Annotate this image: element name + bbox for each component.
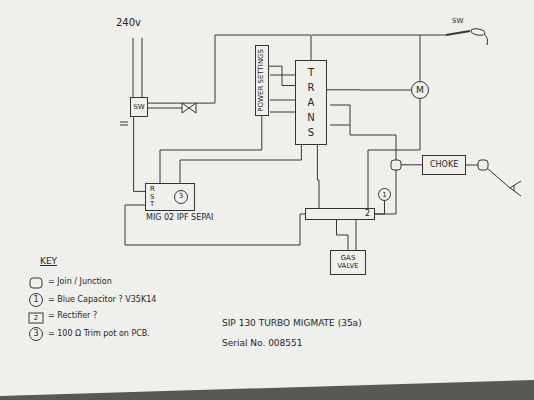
choke-box: CHOKE	[422, 155, 466, 175]
wire	[375, 165, 422, 214]
motor-symbol: M	[411, 81, 429, 99]
junction-symbol	[478, 160, 488, 170]
torch-wire	[420, 35, 421, 81]
serial-label: Serial No. 008551	[222, 338, 303, 349]
rectifier-box: 2	[305, 208, 375, 220]
power-settings-box: POWER SETTINGS	[255, 45, 269, 116]
node-label: TRANS	[306, 65, 316, 140]
torch-wire	[471, 28, 486, 36]
tap-wire	[270, 112, 295, 113]
legend-text: = Join / Junction	[48, 277, 112, 287]
node-label: 3	[179, 193, 183, 201]
tap-wire	[330, 125, 350, 126]
legend-text: = Join / Junction	[48, 277, 112, 287]
earth-wire	[510, 181, 521, 196]
node-label: 1	[382, 191, 386, 199]
switch-box: SW	[130, 97, 148, 117]
key-symbol	[29, 313, 43, 323]
torch-wire	[484, 34, 488, 45]
callout-number: 1	[30, 295, 42, 305]
wire	[160, 116, 262, 183]
mains-wire	[120, 122, 128, 123]
earth-wire	[465, 165, 521, 196]
serial-label: Serial No. 008551	[222, 338, 303, 349]
key-symbol	[29, 278, 43, 341]
trim-pot-callout: 3	[174, 190, 188, 204]
callout-number: 3	[30, 329, 42, 339]
wire	[317, 145, 319, 208]
node-label: SW	[133, 103, 145, 111]
valve-symbol	[148, 108, 182, 109]
wire	[148, 35, 311, 103]
return-wire	[356, 220, 357, 250]
junction-symbol	[391, 160, 488, 170]
node-label: R S T	[150, 186, 157, 209]
return-wire	[125, 205, 356, 250]
wire	[180, 145, 301, 183]
tap-wire	[270, 100, 295, 101]
valve-symbol	[182, 103, 196, 113]
gas-valve-box: GAS VALVE	[330, 250, 366, 275]
wire	[337, 220, 349, 250]
callout-number: 1	[30, 295, 42, 305]
switch-label: SW	[452, 16, 463, 26]
tap-wire	[270, 75, 396, 160]
model-label: SIP 130 TURBO MIGMATE (35a)	[222, 318, 362, 329]
tap-wire	[330, 105, 396, 160]
legend-text: = Rectifier ?	[48, 311, 97, 321]
junction-symbol	[391, 160, 401, 170]
earth-wire	[465, 165, 478, 166]
legend-text: = Rectifier ?	[48, 311, 97, 321]
torch-wire	[446, 31, 470, 35]
model-label: SIP 130 TURBO MIGMATE (35a)	[222, 318, 362, 329]
mains-wire	[120, 125, 128, 126]
node-label: GAS VALVE	[333, 254, 363, 271]
key-heading: KEY	[40, 256, 57, 267]
pcb-box: R S TMIG 02 IPF SEPAI3	[145, 183, 195, 211]
legend-text: = 100 Ω Trim pot on PCB.	[48, 329, 150, 339]
legend-text: = 100 Ω Trim pot on PCB.	[48, 329, 150, 339]
node-label: POWER SETTINGS	[258, 49, 266, 112]
tap-wire	[270, 75, 295, 76]
wire	[269, 66, 295, 85]
legend-text: = Blue Capacitor ? V35K14	[48, 295, 156, 305]
callout-number: 2	[29, 313, 43, 323]
callout-number: 2	[29, 313, 43, 323]
key-symbol	[30, 278, 42, 288]
capacitor-callout: 1	[378, 188, 391, 201]
wire	[368, 99, 420, 208]
callout-number: 3	[30, 329, 42, 339]
torch-wire	[312, 35, 446, 36]
node-label: M	[416, 85, 424, 95]
wire	[327, 89, 411, 90]
wire	[134, 117, 145, 191]
key-heading: KEY	[40, 256, 57, 267]
voltage-label: 240v	[116, 17, 141, 29]
torch-wire	[312, 28, 488, 81]
key-symbol	[30, 328, 43, 341]
mains-wire	[120, 38, 142, 125]
return-wire	[125, 205, 305, 245]
node-label: CHOKE	[430, 160, 458, 170]
switch-label: SW	[452, 16, 463, 26]
voltage-label: 240v	[116, 17, 141, 29]
node-label: 2	[310, 209, 370, 219]
node-heading: MIG 02 IPF SEPAI	[146, 213, 226, 223]
mains-wire	[142, 38, 143, 97]
legend-text: = Blue Capacitor ? V35K14	[48, 295, 156, 305]
mains-wire	[133, 38, 134, 97]
valve-symbol	[148, 103, 196, 113]
key-symbol	[30, 294, 43, 307]
wire	[375, 201, 385, 214]
transformer-box: TRANS	[295, 60, 327, 145]
earth-wire	[487, 168, 510, 188]
